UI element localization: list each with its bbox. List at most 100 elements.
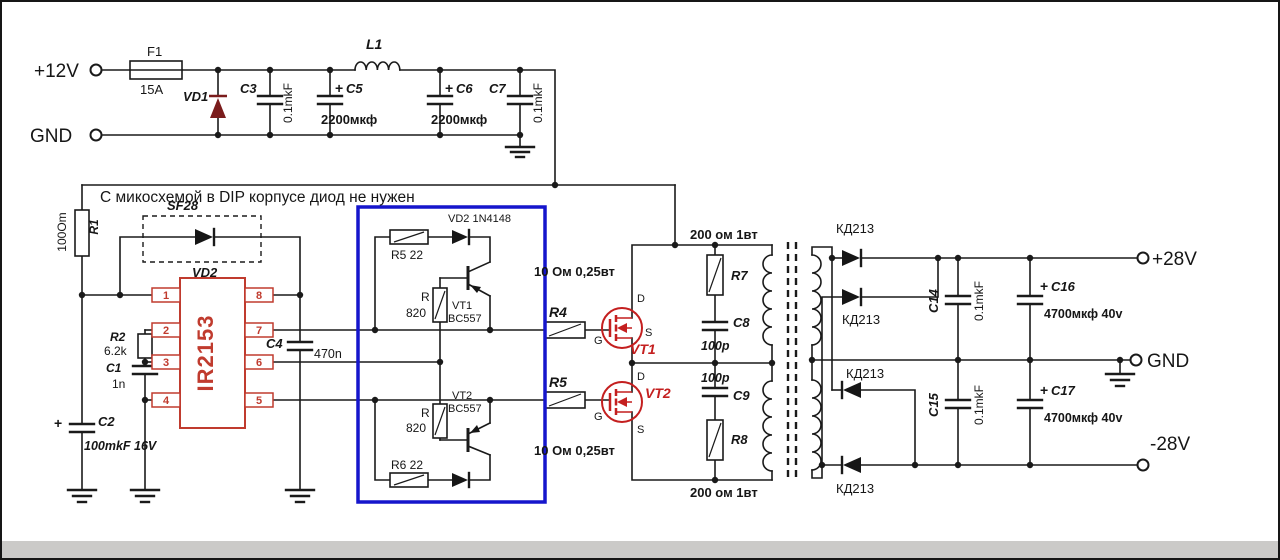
label-c14: C14: [926, 288, 941, 313]
value-c17: 4700мкф 40v: [1044, 411, 1122, 425]
diode-vd1: [209, 69, 227, 136]
rating-snubber-top: 200 ом 1вт: [690, 227, 758, 242]
ground-symbols: [66, 145, 1136, 504]
label-vd1: VD1: [183, 89, 208, 104]
rating-snubber-bottom: 200 ом 1вт: [690, 485, 758, 500]
labels: +12V GND F1 15A VD1 C3 0.1mkF L1 + C5 22…: [30, 36, 1197, 500]
label-l1: L1: [366, 36, 383, 52]
label-c4: C4: [266, 336, 283, 351]
label-r8: R8: [731, 432, 748, 447]
label-c1: C1: [106, 361, 122, 375]
pin-1: 1: [163, 290, 169, 302]
label-out-minus28: -28V: [1150, 434, 1190, 455]
label-r820-bottom: R: [421, 406, 430, 420]
part-buffer-vt1: BC557: [448, 313, 482, 325]
value-r820-top: 820: [406, 306, 426, 320]
terminal-plus28: [1136, 251, 1150, 265]
label-c7: C7: [489, 81, 506, 96]
watermark-strip: [2, 541, 1278, 558]
mosfet-vt2: [601, 381, 643, 423]
rating-r4: 10 Ом 0,25вт: [534, 264, 615, 279]
label-c16: C16: [1051, 279, 1076, 294]
value-c14: 0.1mkF: [972, 281, 986, 321]
label-vt2-drain: D: [637, 371, 645, 383]
label-r1: R1: [87, 219, 101, 235]
value-r1: 100Om: [55, 212, 69, 251]
label-r2: R2: [110, 330, 126, 344]
plus-c2: +: [54, 415, 62, 431]
label-c5: C5: [346, 81, 363, 96]
plus-c5: +: [335, 80, 343, 96]
plus-c16: +: [1040, 278, 1048, 294]
label-r6-22: R6 22: [391, 458, 423, 472]
label-vt1-drain: D: [637, 293, 645, 305]
mosfet-vt1: [601, 307, 643, 349]
transistor-vt2-bc557: [466, 421, 492, 457]
pin-3: 3: [163, 357, 169, 369]
value-c3: 0.1mkF: [281, 83, 295, 123]
terminal-minus28: [1136, 458, 1150, 472]
label-buffer-vt1: VT1: [452, 300, 472, 312]
buffer-highlight-box: [356, 205, 547, 504]
label-terminal-12v: +12V: [34, 61, 79, 82]
label-kd213-2: КД213: [842, 312, 880, 327]
value-c2: 100mkF 16V: [84, 439, 158, 453]
transformer-core: [786, 242, 798, 478]
note-text: С микосхемой в DIP корпусе диод не нужен: [100, 189, 415, 206]
label-r5-gate: R5: [549, 374, 567, 390]
label-c2: C2: [98, 414, 115, 429]
wires: [81, 69, 1138, 491]
label-c8: C8: [733, 315, 750, 330]
plus-c6: +: [445, 80, 453, 96]
pin-5: 5: [256, 395, 262, 407]
value-c1: 1n: [112, 377, 125, 391]
label-sf28-vd2: VD2: [192, 265, 218, 280]
label-kd213-4: КД213: [836, 481, 874, 496]
label-c6: C6: [456, 81, 473, 96]
label-c9: C9: [733, 388, 750, 403]
pin-8: 8: [256, 290, 262, 302]
terminal-gnd-in: [89, 128, 103, 142]
label-r820-top: R: [421, 290, 430, 304]
value-r820-bottom: 820: [406, 421, 426, 435]
label-c15: C15: [926, 392, 941, 417]
resistor-r1: [74, 209, 90, 257]
diode-1n4148-top: [452, 228, 471, 246]
transformer: [762, 242, 822, 478]
secondary-winding-upper: [811, 254, 822, 346]
terminal-12v: [89, 63, 103, 77]
label-vt1-gate: G: [594, 335, 603, 347]
label-f1: F1: [147, 44, 162, 59]
label-vt2-source: S: [637, 424, 644, 436]
resistor-r2: [137, 333, 153, 359]
label-r5-22: R5 22: [391, 248, 423, 262]
value-c5: 2200мкф: [321, 112, 377, 127]
primary-winding-lower: [762, 380, 773, 472]
part-buffer-vt2: BC557: [448, 403, 482, 415]
value-c9: 100p: [701, 371, 730, 385]
label-kd213-1: КД213: [836, 221, 874, 236]
label-vt2-gate: G: [594, 411, 603, 423]
label-kd213-3: КД213: [846, 366, 884, 381]
value-c8: 100p: [701, 339, 730, 353]
diode-sf28: [142, 215, 262, 263]
secondary-winding-lower: [811, 379, 822, 471]
label-ir2153: IR2153: [193, 315, 218, 392]
value-c7: 0.1mkF: [531, 83, 545, 123]
rating-r5-gate: 10 Ом 0,25вт: [534, 443, 615, 458]
diode-1n4148-bottom: [452, 471, 471, 489]
label-c3: C3: [240, 81, 257, 96]
terminals: [89, 63, 1150, 472]
value-c4: 470n: [314, 347, 342, 361]
pin-6: 6: [256, 357, 262, 369]
pin-2: 2: [163, 325, 169, 337]
transistor-vt1-bc557: [466, 260, 492, 298]
junction-dots: [78, 66, 1124, 484]
label-mosfet-vt1: VT1: [630, 341, 656, 357]
plus-c17: +: [1040, 382, 1048, 398]
rectifier-diodes-kd213: [840, 248, 863, 475]
value-c15: 0.1mkF: [972, 385, 986, 425]
